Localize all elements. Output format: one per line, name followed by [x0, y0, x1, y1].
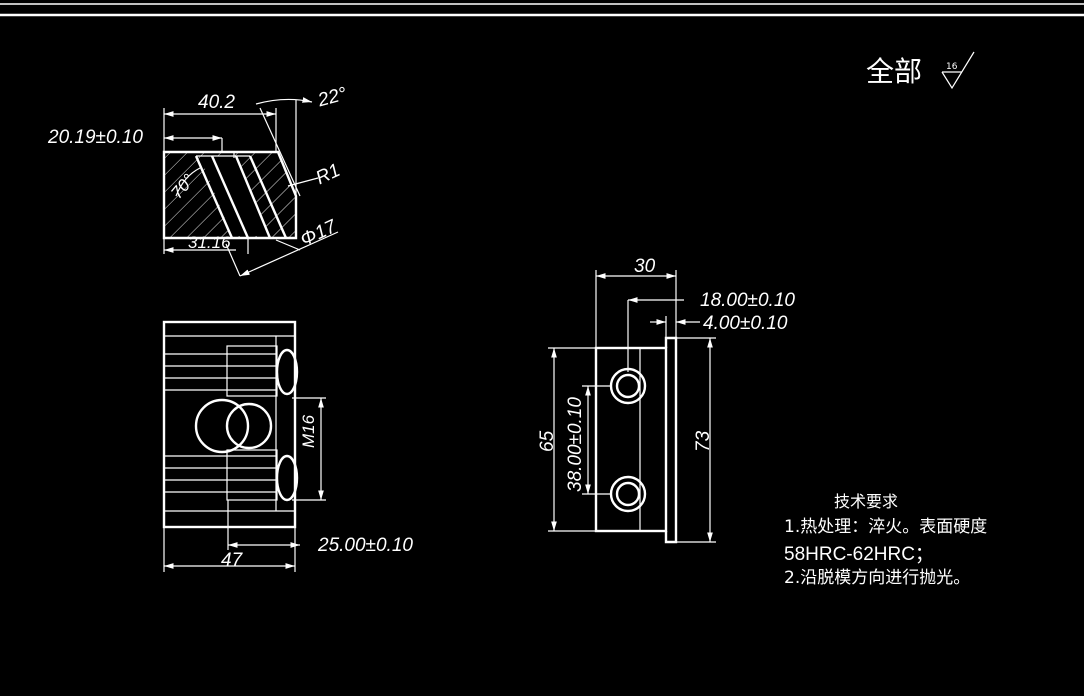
side-dim-width: 30: [634, 256, 656, 277]
notes-line-1: 1.热处理：淬火。表面硬度: [784, 517, 988, 537]
notes-line-3: 2.沿脱模方向进行抛光。: [784, 568, 971, 588]
notes-line-2: 58HRC-62HRC；: [784, 544, 934, 565]
roughness-value: 16: [946, 62, 958, 72]
side-dim-offset-b: 4.00±0.10: [703, 313, 788, 334]
side-dim-total-height: 73: [693, 430, 714, 452]
notes-title: 技术要求: [834, 492, 899, 511]
roughness-symbol-icon: [941, 51, 975, 90]
drawing-border: [0, 3, 1084, 17]
roughness-prefix: 全部: [866, 55, 923, 88]
side-dim-height: 65: [537, 430, 558, 452]
side-dim-hole-spacing: 38.00±0.10: [565, 397, 586, 492]
top-section-view: [162, 97, 339, 277]
front-dim-width: 47: [221, 550, 243, 571]
top-dim-bottom: 31.16: [188, 233, 231, 252]
top-dim-width: 40.2: [198, 92, 235, 113]
top-dim-offset: 20.19±0.10: [48, 127, 143, 148]
side-dim-offset-a: 18.00±0.10: [700, 290, 795, 311]
front-dim-thread: M16: [299, 414, 318, 448]
side-view: [548, 270, 716, 544]
front-view: [162, 320, 326, 572]
front-dim-offset: 25.00±0.10: [318, 535, 413, 556]
